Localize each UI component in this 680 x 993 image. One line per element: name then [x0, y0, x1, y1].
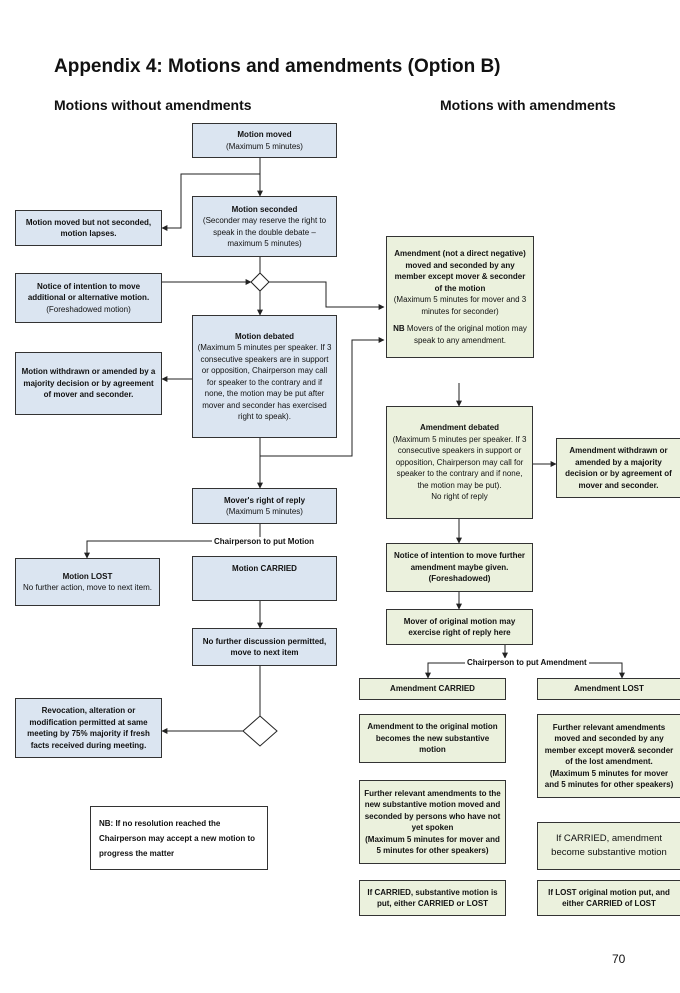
amendment-withdrawn-box: Amendment withdrawn or amended by a majo… — [556, 438, 680, 498]
if-carried-substantive-box: If CARRIED, amendment become substantive… — [537, 822, 680, 870]
if-carried-final-box: If CARRIED, substantive motion is put, e… — [359, 880, 506, 916]
arrow-to-not-seconded — [161, 173, 260, 231]
motion-debated-box: Motion debated(Maximum 5 minutes per spe… — [192, 315, 337, 438]
put-motion-label: Chairperson to put Motion — [212, 537, 316, 546]
motion-carried-box: Motion CARRIED — [192, 556, 337, 601]
motion-moved-box: Motion moved(Maximum 5 minutes) — [192, 123, 337, 158]
amendment-lost-box: Amendment LOST — [537, 678, 680, 700]
amendment-notice-box: Notice of intention to move further amen… — [386, 543, 533, 592]
revocation-box: Revocation, alteration or modification p… — [15, 698, 162, 758]
nb-note-box: NB: If no resolution reached the Chairpe… — [90, 806, 268, 870]
put-amendment-label: Chairperson to put Amendment — [465, 658, 589, 667]
not-seconded-box: Motion moved but not seconded, motion la… — [15, 210, 162, 246]
motion-withdrawn-box: Motion withdrawn or amended by a majorit… — [15, 352, 162, 415]
no-further-discussion-box: No further discussion permitted, move to… — [192, 628, 337, 666]
becomes-substantive-box: Amendment to the original motion becomes… — [359, 714, 506, 763]
arrow-diamond-to-amendment — [269, 281, 385, 310]
notice-foreshadowed-box: Notice of intention to move additional o… — [15, 273, 162, 323]
right-of-reply-box: Mover's right of reply(Maximum 5 minutes… — [192, 488, 337, 524]
decision-diamond-1 — [250, 272, 270, 292]
page-number: 70 — [612, 952, 626, 966]
left-heading: Motions without amendments — [54, 97, 252, 113]
amendment-moved-box: Amendment (not a direct negative) moved … — [386, 236, 534, 358]
decision-diamond-2 — [242, 715, 278, 747]
if-lost-final-box: If LOST original motion put, and either … — [537, 880, 680, 916]
amendment-carried-box: Amendment CARRIED — [359, 678, 506, 700]
motion-seconded-box: Motion seconded(Seconder may reserve the… — [192, 196, 337, 257]
mover-reply-box: Mover of original motion may exercise ri… — [386, 609, 533, 645]
arrow-debated-to-amendment — [260, 337, 385, 457]
further-amendments-lost-box: Further relevant amendments moved and se… — [537, 714, 680, 798]
further-amendments-new-box: Further relevant amendments to the new s… — [359, 780, 506, 864]
page-title: Appendix 4: Motions and amendments (Opti… — [54, 56, 501, 77]
amendment-debated-box: Amendment debated (Maximum 5 minutes per… — [386, 406, 533, 519]
arrow-to-lost — [84, 540, 210, 559]
right-heading: Motions with amendments — [440, 97, 616, 113]
